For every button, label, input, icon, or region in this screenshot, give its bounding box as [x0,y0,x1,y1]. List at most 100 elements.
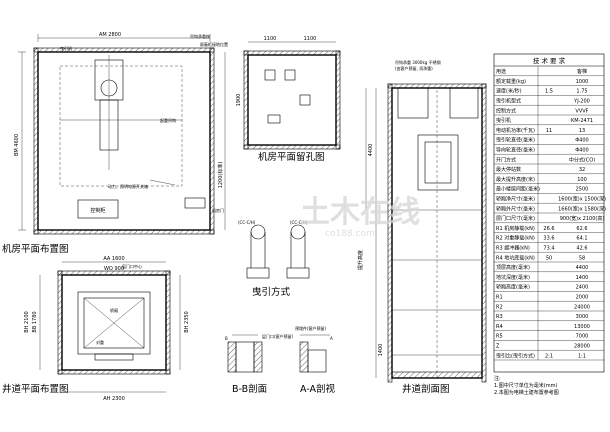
spec-cell-label: 最大停站数 [496,166,521,173]
spec-cell-value-a: 2:1 [545,353,553,359]
spec-cell-label: 轿厢高度(毫米) [496,284,530,291]
shaft-top-note-1: 吊钩承重 3000kg 不锈钢 [395,59,441,65]
spec-cell-label: R2 [496,304,503,310]
traction-right-label: (CC-C/H) [290,220,308,225]
spec-cell-value-b: 28000 [574,343,590,349]
spec-cell-value-b: 1660(宽)x 1580(深) [558,205,606,212]
spec-cell-value-a: 11 [546,128,552,134]
spec-cell-label: 导向轮直径(毫米) [496,146,535,153]
spec-note: 2.本图为电梯土建布置参考图 [494,389,559,396]
watermark-sub: co188.com [325,229,375,239]
spec-cell-value-a: 33.6 [543,236,554,242]
spec-cell-value-b: 1:1 [578,353,586,359]
shaft-top-note-2: (由客户预留, 须承重) [395,65,433,71]
traction-diagram: (CC-C/H) (CC-C/H) 曳引方式 [238,220,310,298]
section-bb-letter: B [225,336,228,341]
dim-bb: BB 1780 [32,311,38,332]
spec-cell-value-b: 42.6 [576,245,587,251]
hoistway-section: 吊钩承重 3000kg 不锈钢 (由客户预留, 须承重) 4400 1400 提… [357,59,487,395]
spec-cell-label: R4 地坑底载(kN) [496,254,535,261]
spec-cell-label: 曳引轮直径(毫米) [496,137,535,144]
traction-left-label: (CC-C/H) [238,220,256,225]
car-label: 轿厢 [110,307,118,313]
spec-cell-value-b: 2400 [576,285,589,291]
section-aa-letter: A [330,336,333,341]
hoistway-section-title: 井道剖面图 [402,383,450,395]
section-aa: A 预埋件(客户预留) A-A剖视 [295,325,336,395]
hoistway-plan-title: 井道平面布置图 [2,383,69,395]
spec-table-notes: 注:1.图中尺寸单位为毫米(mm)2.本图为电梯土建布置参考图 [494,375,559,396]
spec-cell-label: R3 缓冲器(kN) [496,244,530,251]
section-aa-title: A-A剖视 [300,383,336,395]
dim-bh: BH 2350 [184,311,190,333]
dim-ah: AH 2300 [103,396,125,402]
hook-label: 起重吊钩 [160,117,176,123]
opening-dim-2: 1100 [304,36,317,42]
dim-bm: BM 4600 [14,134,20,156]
spec-cell-label: 用途 [496,68,506,75]
spec-cell-label: R1 机房静载(kN) [496,225,535,232]
spec-cell-value-b: 7000 [576,334,589,340]
spec-cell-value-b: 1400 [576,275,589,281]
spec-cell-value-a: 50 [546,255,552,261]
dim-right: 1200(标准) [217,162,224,189]
spec-cell-label: 速度(米/秒) [496,88,522,95]
dim-aa: AA 1600 [103,256,124,262]
section-door-note: 层门口(客户预留) [262,333,294,339]
dim-wo: WO 900 [104,266,124,272]
spec-cell-value-a: 1.5 [545,89,553,95]
shaft-dim-1: 4400 [368,144,374,157]
spec-cell-value-b: KM-2471 [571,118,593,124]
shaft-dim-2: 1400 [378,344,384,357]
machine-room-layout-title: 机房平面布置图 [2,243,69,255]
spec-cell-value-b: 3000 [576,314,589,320]
spec-cell-label: R1 [496,294,503,300]
left-dim: BH 2100 [24,311,30,333]
spec-cell-value-b: VVVF [575,108,588,114]
spec-cell-value-b: 100 [577,177,587,183]
spec-cell-value-b: 64.1 [576,236,587,242]
hoistway-plan: AA 1600 WO 900 AH 2300 BB 1780 BH 2350 B… [2,256,190,402]
spec-cell-label: 轿厢净尺寸(毫米) [496,195,535,202]
spec-cell-value-b: 客梯 [577,68,587,75]
spec-cell-value-a: 26.6 [543,226,554,232]
note-right: 屏蔽柜接地位置 [200,41,228,47]
machine-room-openings-title: 机房平面留孔图 [258,151,325,163]
spec-cell-value-b: 1000 [576,79,589,85]
machine-room-openings: 1100 1100 1900 机房平面留孔图 [236,36,341,163]
spec-cell-value-a: 73.4 [543,245,554,251]
section-bb-title: B-B剖面 [232,383,267,395]
spec-cell-value-b: 中分式(CO) [569,156,595,163]
shaft-travel: 提升高度 [357,250,364,270]
spec-cell-label: 顶层高度(毫米) [496,264,530,271]
spec-cell-label: 层门口尺寸(毫米) [496,215,535,222]
spec-cell-value-b: 1600(宽)x 1500(深) [558,195,606,202]
watermark: 土木在线 co188.com [300,195,420,239]
spec-cell-value-b: 58 [579,255,585,261]
motor-label: 曳引机 [60,45,72,51]
spec-cell-value-b: Φ400 [575,138,588,144]
controller-label: 控制柜 [90,207,105,214]
spec-cell-value-b: 13000 [574,324,590,330]
spec-cell-label: 曳引机型式 [496,97,521,104]
dim-am: AM 2800 [99,32,121,38]
spec-cell-label: 轿厢外尺寸(毫米) [496,205,535,212]
spec-cell-label: 最小楼层间距(毫米) [496,186,540,193]
note-top: 吊钩承重按 [190,33,210,39]
machine-room-layout: AM 2800 BM 4600 1200(标准) 控制柜 曳引机 起重吊钩 动力… [2,32,228,255]
spec-cell-label: 地坑深度(毫米) [496,274,530,281]
spec-cell-value-b: YJ-200 [573,98,590,104]
spec-cell-value-b: Φ400 [575,147,588,153]
traction-title: 曳引方式 [252,286,291,298]
spec-cell-value-b: 1.75 [576,89,587,95]
spec-cell-label: 电动机功率(千瓦) [496,127,535,134]
opening-dim-3: 1900 [236,94,242,107]
opening-dim-1: 1100 [264,36,277,42]
spec-note: 1.图中尺寸单位为毫米(mm) [494,382,557,389]
watermark-main: 土木在线 [300,195,420,230]
spec-cell-value-b: 4400 [576,265,589,271]
spec-cell-label: R4 [496,324,503,330]
